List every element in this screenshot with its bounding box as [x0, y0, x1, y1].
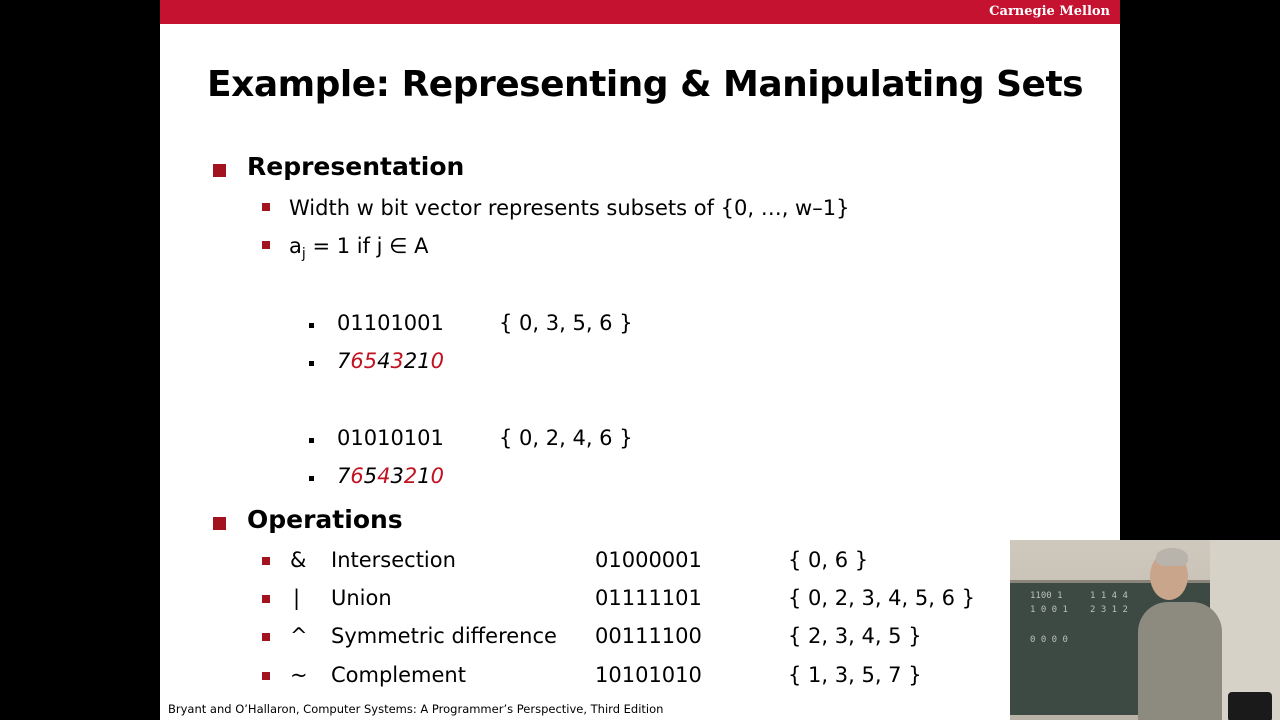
bit-index-digit: 6 — [350, 464, 364, 488]
speaker-body — [1138, 602, 1222, 720]
bit-index-digit: 0 — [430, 464, 444, 488]
representation-heading: Representation — [247, 152, 465, 181]
bullet-level1 — [213, 517, 226, 530]
aj-base: a — [289, 234, 302, 258]
brand-label: Carnegie Mellon — [989, 4, 1110, 19]
bit-index-digit: 1 — [417, 464, 431, 488]
op-symbol: & — [290, 548, 307, 572]
bullet-level1 — [213, 164, 226, 177]
speaker-video-inset: 1100 1 1 1 4 4 1 0 0 1 2 3 1 2 0 0 0 0 — [1010, 540, 1280, 720]
operations-heading: Operations — [247, 505, 403, 534]
example2-bits: 01010101 — [337, 426, 444, 450]
bullet-level2 — [262, 595, 270, 603]
example1-index-digits: 76543210 — [337, 349, 444, 373]
example1-bits: 01101001 — [337, 311, 444, 335]
representation-item-aj: aj = 1 if j ∈ A — [289, 234, 429, 262]
bit-index-digit: 4 — [377, 349, 391, 373]
representation-item-width: Width w bit vector represents subsets of… — [289, 196, 850, 220]
op-symbol: ^ — [290, 624, 308, 648]
op-symbol: ~ — [290, 663, 308, 687]
bit-index-digit: 5 — [363, 464, 378, 488]
bullet-level2 — [262, 557, 270, 565]
bullet-level2 — [262, 203, 270, 211]
slide-title: Example: Representing & Manipulating Set… — [207, 64, 1084, 105]
op-name: Complement — [331, 663, 466, 687]
op-bits: 01111101 — [595, 586, 702, 610]
header-bar: Carnegie Mellon — [160, 0, 1120, 24]
bit-index-digit: 1 — [417, 349, 431, 373]
op-name: Intersection — [331, 548, 456, 572]
bullet-level2 — [262, 672, 270, 680]
bit-index-digit: 2 — [403, 464, 418, 488]
bullet-level3 — [309, 323, 314, 328]
bullet-level2 — [262, 633, 270, 641]
bullet-level3 — [309, 438, 314, 443]
op-set: { 0, 2, 3, 4, 5, 6 } — [788, 586, 975, 610]
op-bits: 10101010 — [595, 663, 702, 687]
aj-rule: = 1 if j ∈ A — [312, 234, 429, 258]
bullet-level3 — [309, 361, 314, 366]
bit-index-digit: 7 — [337, 349, 351, 373]
bit-index-digit: 6 — [350, 349, 364, 373]
bit-index-digit: 0 — [430, 349, 444, 373]
bag — [1228, 692, 1272, 720]
op-set: { 0, 6 } — [788, 548, 869, 572]
bit-index-digit: 5 — [363, 349, 378, 373]
op-set: { 1, 3, 5, 7 } — [788, 663, 922, 687]
example1-set: { 0, 3, 5, 6 } — [499, 311, 633, 335]
op-symbol: | — [293, 586, 301, 610]
aj-subscript: j — [301, 246, 306, 263]
example2-set: { 0, 2, 4, 6 } — [499, 426, 633, 450]
bit-index-digit: 3 — [390, 464, 404, 488]
bit-index-digit: 3 — [390, 349, 404, 373]
speaker-hair — [1156, 548, 1188, 566]
bullet-level2 — [262, 241, 270, 249]
bit-index-digit: 4 — [377, 464, 391, 488]
bit-index-digit: 7 — [337, 464, 351, 488]
op-name: Union — [331, 586, 392, 610]
bullet-level3 — [309, 476, 314, 481]
example2-index-digits: 76543210 — [337, 464, 444, 488]
bit-index-digit: 2 — [403, 349, 418, 373]
op-name: Symmetric difference — [331, 624, 557, 648]
slide-footer: Bryant and O’Hallaron, Computer Systems:… — [168, 702, 664, 716]
slide: Carnegie Mellon Example: Representing & … — [160, 0, 1120, 720]
op-bits: 00111100 — [595, 624, 702, 648]
op-set: { 2, 3, 4, 5 } — [788, 624, 922, 648]
op-bits: 01000001 — [595, 548, 702, 572]
